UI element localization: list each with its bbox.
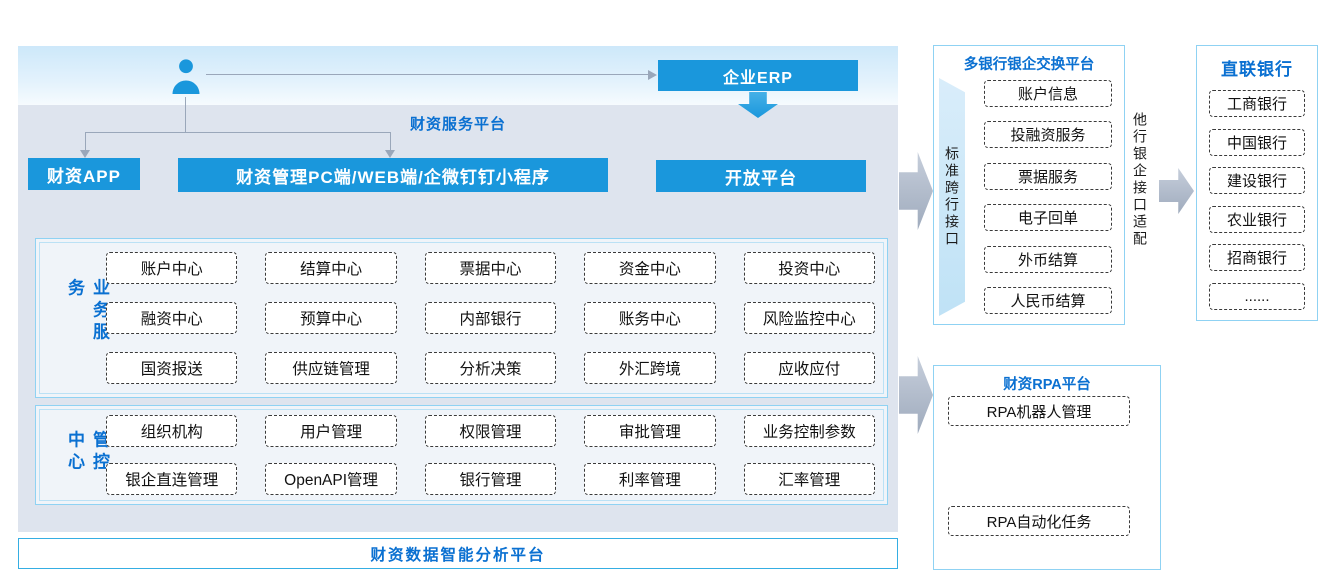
erp-button: 企业ERP (658, 60, 858, 91)
business-item: 账户中心 (106, 252, 238, 284)
bank-item: ...... (1209, 282, 1305, 310)
platform-title: 财资服务平台 (409, 116, 506, 133)
business-item: 风险监控中心 (743, 302, 875, 334)
standard-interface-label: 标准跨行接口 (944, 146, 960, 248)
bank-interface-adapt-label: 他行银企接口适配 (1132, 111, 1148, 248)
exchange-item: 人民币结算 (984, 286, 1112, 314)
rpa-item: RPA机器人管理 (948, 396, 1130, 426)
control-item: 汇率管理 (743, 463, 875, 495)
arrow-down-icon (385, 150, 395, 158)
exchange-item: 投融资服务 (984, 121, 1112, 149)
exchange-platform-panel: 多银行银企交换平台 标准跨行接口 账户信息 投融资服务 票据服务 电子回单 外币… (933, 45, 1125, 325)
exchange-items-list: 账户信息 投融资服务 票据服务 电子回单 外币结算 人民币结算 (984, 80, 1112, 314)
rpa-item: RPA自动化任务 (948, 506, 1130, 536)
bank-item: 中国银行 (1209, 128, 1305, 156)
banks-list: 工商银行 中国银行 建设银行 农业银行 招商银行 ...... (1209, 90, 1305, 310)
bank-item: 招商银行 (1209, 244, 1305, 272)
bank-item: 农业银行 (1209, 205, 1305, 233)
control-item: 利率管理 (584, 463, 716, 495)
direct-banks-panel: 直联银行 工商银行 中国银行 建设银行 农业银行 招商银行 ...... (1196, 45, 1318, 321)
exchange-item: 票据服务 (984, 162, 1112, 190)
treasury-pc-button: 财资管理PC端/WEB端/企微钉钉小程序 (178, 158, 608, 192)
platform-container: 财资服务平台 财资APP 财资管理PC端/WEB端/企微钉钉小程序 开放平台 业… (18, 105, 898, 532)
control-item: 权限管理 (424, 415, 557, 447)
arrow-to-banks (1159, 168, 1194, 214)
arrow-to-rpa-platform (899, 356, 933, 434)
business-item: 内部银行 (424, 302, 557, 334)
control-item: 业务控制参数 (743, 415, 875, 447)
rpa-platform-panel: 财资RPA平台 RPA机器人管理 RPA自动化任务 (933, 365, 1161, 570)
data-analysis-platform-bar: 财资数据智能分析平台 (18, 538, 898, 569)
open-platform-button: 开放平台 (656, 160, 866, 192)
exchange-item: 电子回单 (984, 204, 1112, 232)
control-center-grid: 组织机构 用户管理 权限管理 审批管理 业务控制参数 银企直连管理 OpenAP… (106, 415, 875, 495)
user-icon (172, 59, 200, 94)
control-item: 银行管理 (424, 463, 557, 495)
business-item: 账务中心 (584, 302, 716, 334)
business-item: 预算中心 (265, 302, 397, 334)
arrow-to-exchange-platform (899, 152, 933, 230)
bank-item: 工商银行 (1209, 90, 1305, 117)
standard-interface-strip: 标准跨行接口 (939, 78, 965, 316)
direct-banks-title: 直联银行 (1221, 60, 1293, 79)
business-item: 结算中心 (265, 252, 397, 284)
arrow-right-icon (648, 70, 657, 80)
control-item: 用户管理 (265, 415, 397, 447)
arrow-down-icon (80, 150, 90, 158)
business-item: 外汇跨境 (584, 352, 716, 384)
business-item: 投资中心 (743, 252, 875, 284)
business-item: 国资报送 (106, 352, 238, 384)
connector-to-app (85, 132, 86, 150)
control-center-label: 管控中心 (65, 430, 109, 475)
exchange-item: 账户信息 (984, 80, 1112, 107)
control-item: 审批管理 (584, 415, 716, 447)
exchange-platform-title: 多银行银企交换平台 (963, 57, 1095, 73)
connector-to-pc (390, 132, 391, 150)
connector-branch (85, 132, 391, 133)
business-services-section: 业务服务 账户中心 结算中心 票据中心 资金中心 投资中心 融资中心 预算中心 … (35, 238, 888, 398)
rpa-platform-title: 财资RPA平台 (1003, 377, 1091, 393)
business-item: 融资中心 (106, 302, 238, 334)
connector-user-down (185, 97, 186, 132)
control-center-section: 管控中心 组织机构 用户管理 权限管理 审批管理 业务控制参数 银企直连管理 O… (35, 405, 888, 505)
control-item: OpenAPI管理 (265, 463, 397, 495)
business-item: 票据中心 (424, 252, 557, 284)
business-item: 应收应付 (743, 352, 875, 384)
exchange-item: 外币结算 (984, 245, 1112, 273)
connector-user-to-erp (206, 74, 648, 75)
control-item: 银企直连管理 (106, 463, 238, 495)
bank-item: 建设银行 (1209, 167, 1305, 195)
treasury-app-button: 财资APP (28, 158, 140, 190)
business-services-label: 业务服务 (65, 278, 109, 345)
bank-interface-adapt-label-wrap: 他行银企接口适配 (1129, 72, 1151, 287)
business-item: 供应链管理 (265, 352, 397, 384)
business-item: 资金中心 (584, 252, 716, 284)
business-services-grid: 账户中心 结算中心 票据中心 资金中心 投资中心 融资中心 预算中心 内部银行 … (106, 252, 875, 384)
control-item: 组织机构 (106, 415, 238, 447)
business-item: 分析决策 (424, 352, 557, 384)
